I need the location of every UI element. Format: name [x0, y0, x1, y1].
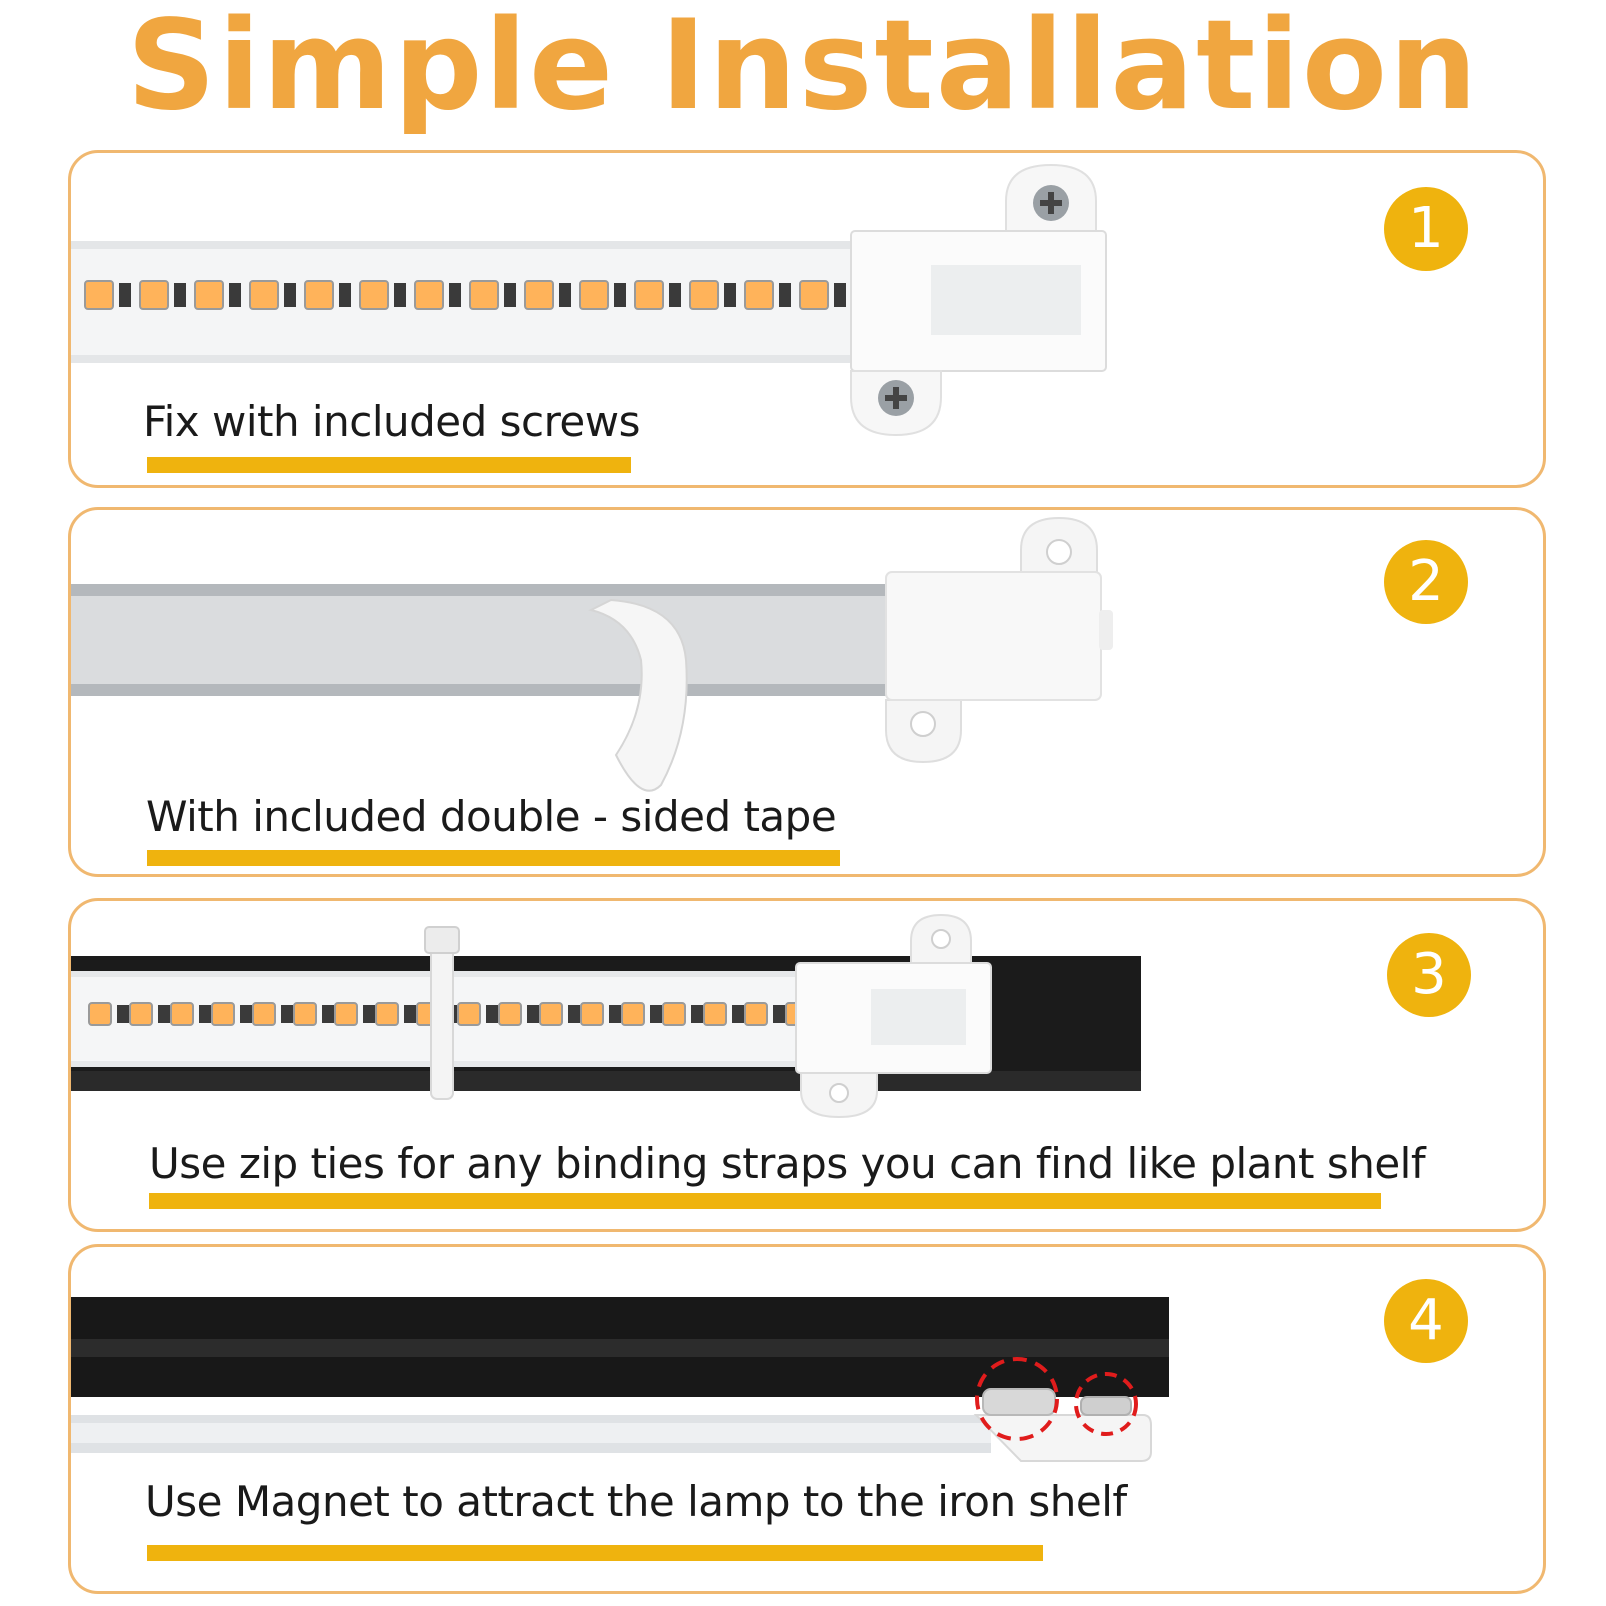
resistor — [650, 1005, 662, 1023]
resistor — [199, 1005, 211, 1023]
led-chip — [249, 280, 279, 310]
led-chip — [194, 280, 224, 310]
resistor — [773, 1005, 785, 1023]
step-1-badge: 1 — [1384, 187, 1468, 271]
led-chip — [579, 280, 609, 310]
resistor — [394, 283, 406, 307]
led-chip — [457, 1002, 481, 1026]
led-chip-row — [88, 1002, 908, 1026]
step-1-panel: 1 Fix with included screws — [68, 150, 1546, 488]
resistor — [504, 283, 516, 307]
step-3-caption: Use zip ties for any binding straps you … — [149, 1139, 1426, 1188]
resistor — [229, 283, 241, 307]
step-1-caption: Fix with included screws — [143, 397, 641, 446]
led-chip — [539, 1002, 563, 1026]
led-chip — [252, 1002, 276, 1026]
resistor — [117, 1005, 129, 1023]
resistor — [158, 1005, 170, 1023]
step-4-badge: 4 — [1384, 1279, 1468, 1363]
resistor — [486, 1005, 498, 1023]
resistor — [322, 1005, 334, 1023]
resistor — [559, 283, 571, 307]
resistor — [732, 1005, 744, 1023]
resistor — [404, 1005, 416, 1023]
step-4-panel: 4 Use Magnet to attract the lamp to the … — [68, 1244, 1546, 1594]
resistor — [240, 1005, 252, 1023]
resistor — [119, 283, 131, 307]
led-strip-zip-tie-illustration — [71, 913, 1141, 1119]
led-chip — [689, 280, 719, 310]
led-chip — [170, 1002, 194, 1026]
step-2-panel: 2 With included double - sided tape — [68, 507, 1546, 877]
resistor — [527, 1005, 539, 1023]
led-chip — [334, 1002, 358, 1026]
resistor — [281, 1005, 293, 1023]
led-chip — [359, 280, 389, 310]
resistor — [174, 283, 186, 307]
step-3-underline — [149, 1193, 1381, 1209]
led-chip — [88, 1002, 112, 1026]
led-chip — [84, 280, 114, 310]
led-chip — [744, 280, 774, 310]
resistor — [834, 283, 846, 307]
led-chip — [662, 1002, 686, 1026]
led-chip — [524, 280, 554, 310]
resistor — [724, 283, 736, 307]
led-chip — [469, 280, 499, 310]
led-chip — [799, 280, 829, 310]
resistor — [691, 1005, 703, 1023]
led-chip — [621, 1002, 645, 1026]
adhesive-tape-icon — [588, 598, 688, 792]
led-chip — [634, 280, 664, 310]
step-3-panel: 3 Use zip ties for any binding straps yo… — [68, 898, 1546, 1232]
led-chip — [744, 1002, 768, 1026]
resistor — [568, 1005, 580, 1023]
magnet-highlight-marker — [975, 1357, 1059, 1441]
zip-tie-icon — [424, 926, 460, 1100]
resistor — [614, 283, 626, 307]
resistor — [339, 283, 351, 307]
step-4-underline — [147, 1545, 1043, 1561]
screw-icon — [1033, 185, 1069, 221]
led-strip-magnet-illustration — [71, 1297, 1169, 1462]
led-chip — [129, 1002, 153, 1026]
page-title: Simple Installation — [126, 0, 1480, 138]
step-4-caption: Use Magnet to attract the lamp to the ir… — [145, 1477, 1127, 1526]
resistor — [609, 1005, 621, 1023]
led-chip — [703, 1002, 727, 1026]
led-chip — [211, 1002, 235, 1026]
led-chip — [304, 280, 334, 310]
led-strip-screw-illustration — [71, 163, 1107, 437]
step-2-badge: 2 — [1384, 540, 1468, 624]
led-chip — [414, 280, 444, 310]
resistor — [669, 283, 681, 307]
resistor — [449, 283, 461, 307]
led-chip — [375, 1002, 399, 1026]
led-chip — [498, 1002, 522, 1026]
step-3-badge: 3 — [1387, 933, 1471, 1017]
magnet-highlight-marker — [1074, 1372, 1138, 1436]
step-1-underline — [147, 457, 631, 473]
led-chip — [293, 1002, 317, 1026]
step-2-underline — [147, 850, 840, 866]
resistor — [284, 283, 296, 307]
screw-icon — [878, 380, 914, 416]
resistor — [779, 283, 791, 307]
resistor — [363, 1005, 375, 1023]
led-chip — [139, 280, 169, 310]
led-strip-tape-illustration — [71, 516, 1113, 792]
led-chip — [580, 1002, 604, 1026]
step-2-caption: With included double - sided tape — [146, 792, 837, 841]
